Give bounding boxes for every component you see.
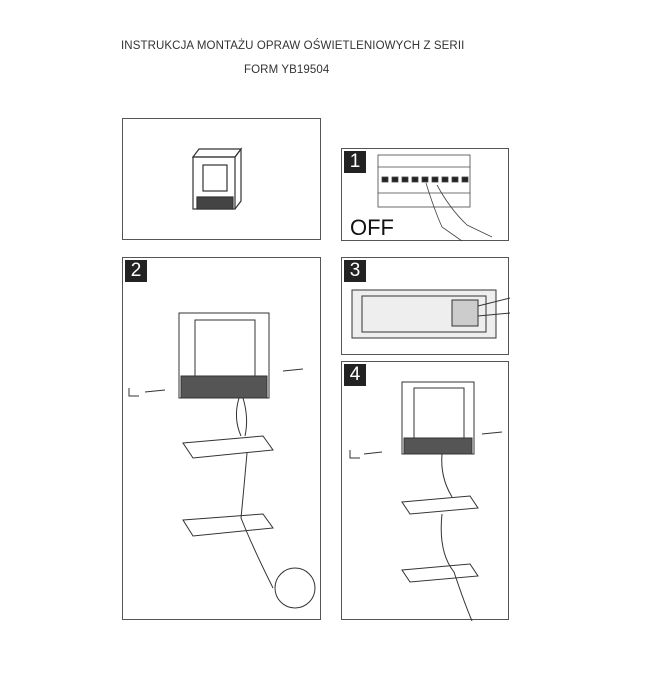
circuit-breaker-illustration [377, 154, 493, 242]
off-label: OFF [350, 215, 394, 240]
step-number: 1 [344, 151, 366, 173]
step-4-panel: 4 [341, 361, 509, 621]
wiring-illustration [351, 289, 510, 339]
product-overview-panel [122, 118, 321, 240]
step-number: 3 [344, 260, 366, 282]
title-line-2: FORM YB19504 [244, 64, 330, 76]
final-assembly-illustration [349, 381, 503, 621]
step-2-panel: 2 [122, 257, 321, 620]
title-line-1: INSTRUKCJA MONTAŻU OPRAW OŚWIETLENIOWYCH… [121, 40, 465, 52]
step-3-panel: 3 [341, 257, 510, 355]
wall-mounting-illustration [128, 312, 316, 609]
step-number: 2 [125, 260, 147, 282]
step-1-panel: 1 OFF [341, 148, 509, 242]
lamp-illustration [191, 147, 243, 210]
step-number: 4 [344, 364, 366, 386]
